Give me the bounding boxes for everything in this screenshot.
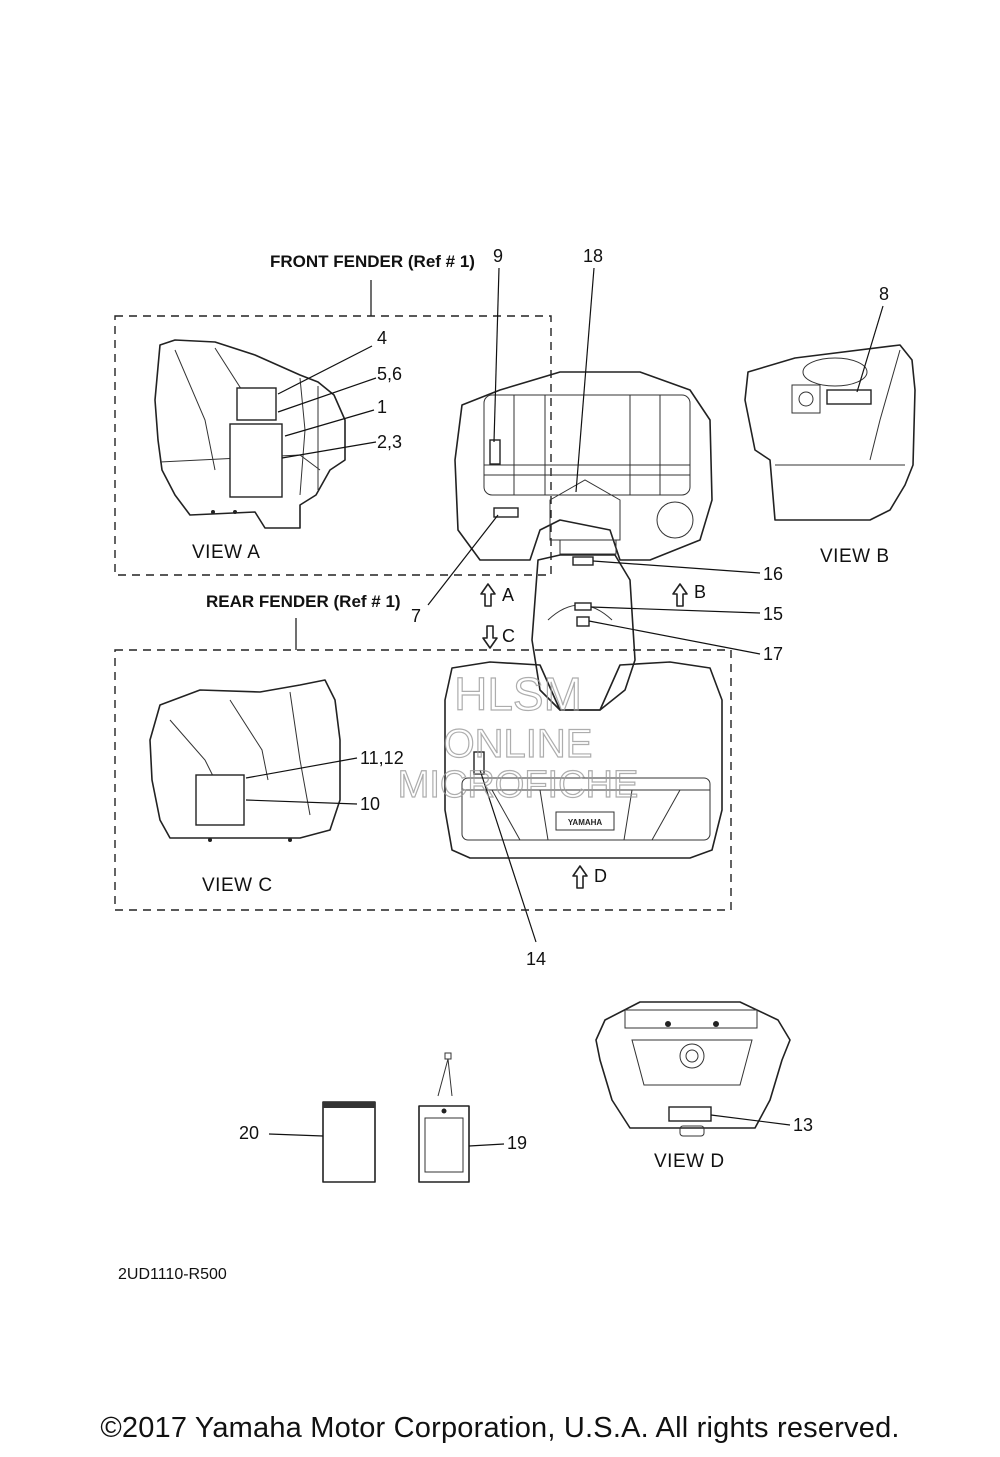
svg-text:D: D xyxy=(594,866,607,886)
callout-10: 10 xyxy=(360,794,380,814)
callout-1: 1 xyxy=(377,397,387,417)
decal-15 xyxy=(574,602,592,611)
callout-16: 16 xyxy=(763,564,783,584)
svg-text:ONLINE: ONLINE xyxy=(444,722,593,766)
view-d-rear xyxy=(595,1001,791,1137)
view-a-fender xyxy=(154,339,346,529)
decal-4 xyxy=(236,387,277,421)
decal-16 xyxy=(572,556,594,566)
view-c-label: VIEW C xyxy=(202,875,273,896)
callout-5-6: 5,6 xyxy=(377,364,402,384)
callout-4: 4 xyxy=(377,328,387,348)
copyright-notice: ©2017 Yamaha Motor Corporation, U.S.A. A… xyxy=(100,1412,900,1444)
diagram-code: 2UD1110-R500 xyxy=(118,1266,227,1283)
arrow-d: D xyxy=(572,865,607,889)
callout-9: 9 xyxy=(493,246,503,266)
callout-14: 14 xyxy=(526,949,546,969)
view-b-label: VIEW B xyxy=(820,546,890,567)
callout-18: 18 xyxy=(583,246,603,266)
callout-20: 20 xyxy=(239,1123,259,1143)
item-20-manual xyxy=(322,1101,376,1183)
decal-13 xyxy=(668,1106,712,1122)
item-19-tag xyxy=(418,1052,470,1183)
callout-17: 17 xyxy=(763,644,783,664)
view-a-label: VIEW A xyxy=(192,542,260,563)
front-fender-header: FRONT FENDER (Ref # 1) xyxy=(270,252,475,271)
callout-19: 19 xyxy=(507,1133,527,1153)
rear-emblem xyxy=(555,811,615,831)
arrow-a: A xyxy=(480,583,514,607)
callout-2-3: 2,3 xyxy=(377,432,402,452)
decal-10 xyxy=(195,774,245,826)
callout-15: 15 xyxy=(763,604,783,624)
callout-11-12: 11,12 xyxy=(360,748,404,768)
arrow-b: B xyxy=(672,582,706,607)
front-fender-box xyxy=(114,315,552,576)
decal-1 xyxy=(229,423,283,498)
arrow-c: C xyxy=(482,625,515,649)
callout-8: 8 xyxy=(879,284,889,304)
svg-text:MICROFICHE: MICROFICHE xyxy=(398,764,639,806)
watermark: HLSM ONLINE MICROFICHE xyxy=(397,667,639,806)
svg-text:A: A xyxy=(502,585,514,605)
view-c-fender xyxy=(149,679,341,842)
decal-17 xyxy=(576,616,590,627)
rear-fender-box xyxy=(114,649,732,911)
rear-fender-header: REAR FENDER (Ref # 1) xyxy=(206,592,401,611)
decal-8 xyxy=(826,389,872,405)
atv-top-view: YAMAHA xyxy=(444,371,723,859)
emblem-text: YAMAHA xyxy=(568,818,603,827)
decal-14 xyxy=(473,751,485,775)
decal-9 xyxy=(489,439,501,465)
decal-7 xyxy=(493,507,519,518)
svg-text:HLSM: HLSM xyxy=(454,668,582,720)
view-d-label: VIEW D xyxy=(654,1151,725,1172)
svg-text:B: B xyxy=(694,582,706,602)
view-b-fender xyxy=(744,344,916,521)
callout-13: 13 xyxy=(793,1115,813,1135)
callout-7: 7 xyxy=(411,606,421,626)
svg-text:C: C xyxy=(502,626,515,646)
